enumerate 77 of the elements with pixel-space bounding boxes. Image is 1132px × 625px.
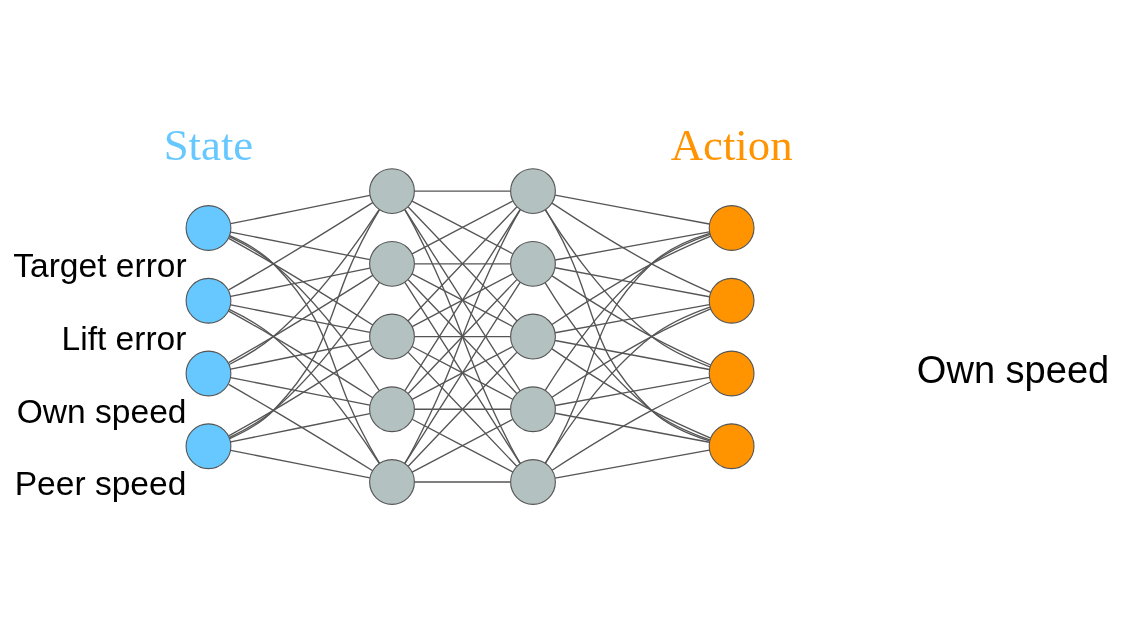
node-circle bbox=[369, 313, 415, 360]
node-circle bbox=[185, 205, 232, 251]
node-circle bbox=[510, 386, 556, 433]
connector bbox=[551, 275, 712, 366]
connector bbox=[544, 282, 711, 441]
label: Action bbox=[670, 119, 793, 170]
connector bbox=[230, 194, 371, 225]
connector bbox=[228, 237, 374, 326]
connector bbox=[551, 308, 712, 398]
connector bbox=[230, 340, 371, 370]
connector bbox=[413, 481, 511, 483]
node-circle bbox=[185, 277, 232, 324]
connector bbox=[228, 235, 380, 392]
node-circle bbox=[708, 350, 755, 397]
connector bbox=[230, 377, 371, 406]
node-circle bbox=[708, 205, 755, 251]
node-circle bbox=[510, 313, 556, 360]
connector bbox=[554, 376, 710, 407]
node-label: Lift error bbox=[61, 319, 187, 357]
connector bbox=[228, 308, 380, 464]
connector bbox=[404, 209, 521, 464]
connector bbox=[554, 267, 710, 298]
connector bbox=[228, 281, 381, 439]
connector bbox=[544, 233, 711, 392]
connector bbox=[551, 381, 712, 471]
connector bbox=[230, 412, 371, 443]
connector bbox=[554, 231, 710, 261]
connector bbox=[228, 209, 380, 366]
node-circle bbox=[369, 459, 415, 505]
connector bbox=[413, 190, 511, 192]
connector bbox=[230, 231, 371, 261]
connector bbox=[228, 201, 374, 291]
connector bbox=[554, 412, 710, 443]
node-circle bbox=[185, 350, 232, 397]
node-circle bbox=[510, 240, 556, 287]
node-label: Peer speed bbox=[14, 465, 187, 503]
connector bbox=[230, 267, 371, 298]
connector bbox=[551, 235, 712, 326]
node-circle bbox=[369, 386, 415, 433]
connector bbox=[229, 209, 381, 440]
node-circle bbox=[185, 423, 232, 470]
connector bbox=[554, 194, 710, 225]
connector bbox=[228, 310, 374, 399]
connector bbox=[551, 202, 712, 293]
node-label: Own speed bbox=[16, 392, 187, 430]
connector bbox=[544, 306, 711, 464]
connector bbox=[411, 273, 514, 328]
connector bbox=[544, 232, 711, 464]
connector bbox=[228, 347, 374, 437]
label: Own speed bbox=[916, 349, 1110, 392]
node-circle bbox=[369, 240, 415, 287]
connector bbox=[229, 235, 381, 464]
connector bbox=[554, 449, 710, 479]
connector bbox=[228, 383, 374, 472]
connector bbox=[411, 345, 514, 400]
connector bbox=[554, 303, 710, 334]
connector bbox=[411, 200, 514, 255]
connector bbox=[551, 348, 712, 439]
node-circle bbox=[510, 459, 556, 505]
connector bbox=[411, 418, 514, 473]
connector bbox=[413, 408, 511, 410]
node-circle bbox=[708, 423, 755, 470]
connector bbox=[228, 274, 374, 364]
connector bbox=[544, 209, 711, 442]
label: State bbox=[163, 119, 254, 170]
connector bbox=[230, 449, 371, 479]
connector bbox=[407, 351, 518, 467]
connector bbox=[407, 206, 518, 322]
connector bbox=[554, 339, 710, 371]
node-circle bbox=[369, 168, 415, 215]
node-label: Target error bbox=[13, 247, 187, 285]
connector bbox=[413, 335, 511, 338]
node-circle bbox=[510, 168, 556, 215]
connector bbox=[413, 263, 511, 265]
connector bbox=[404, 281, 521, 465]
node-circle bbox=[708, 277, 755, 324]
connector bbox=[230, 304, 371, 334]
